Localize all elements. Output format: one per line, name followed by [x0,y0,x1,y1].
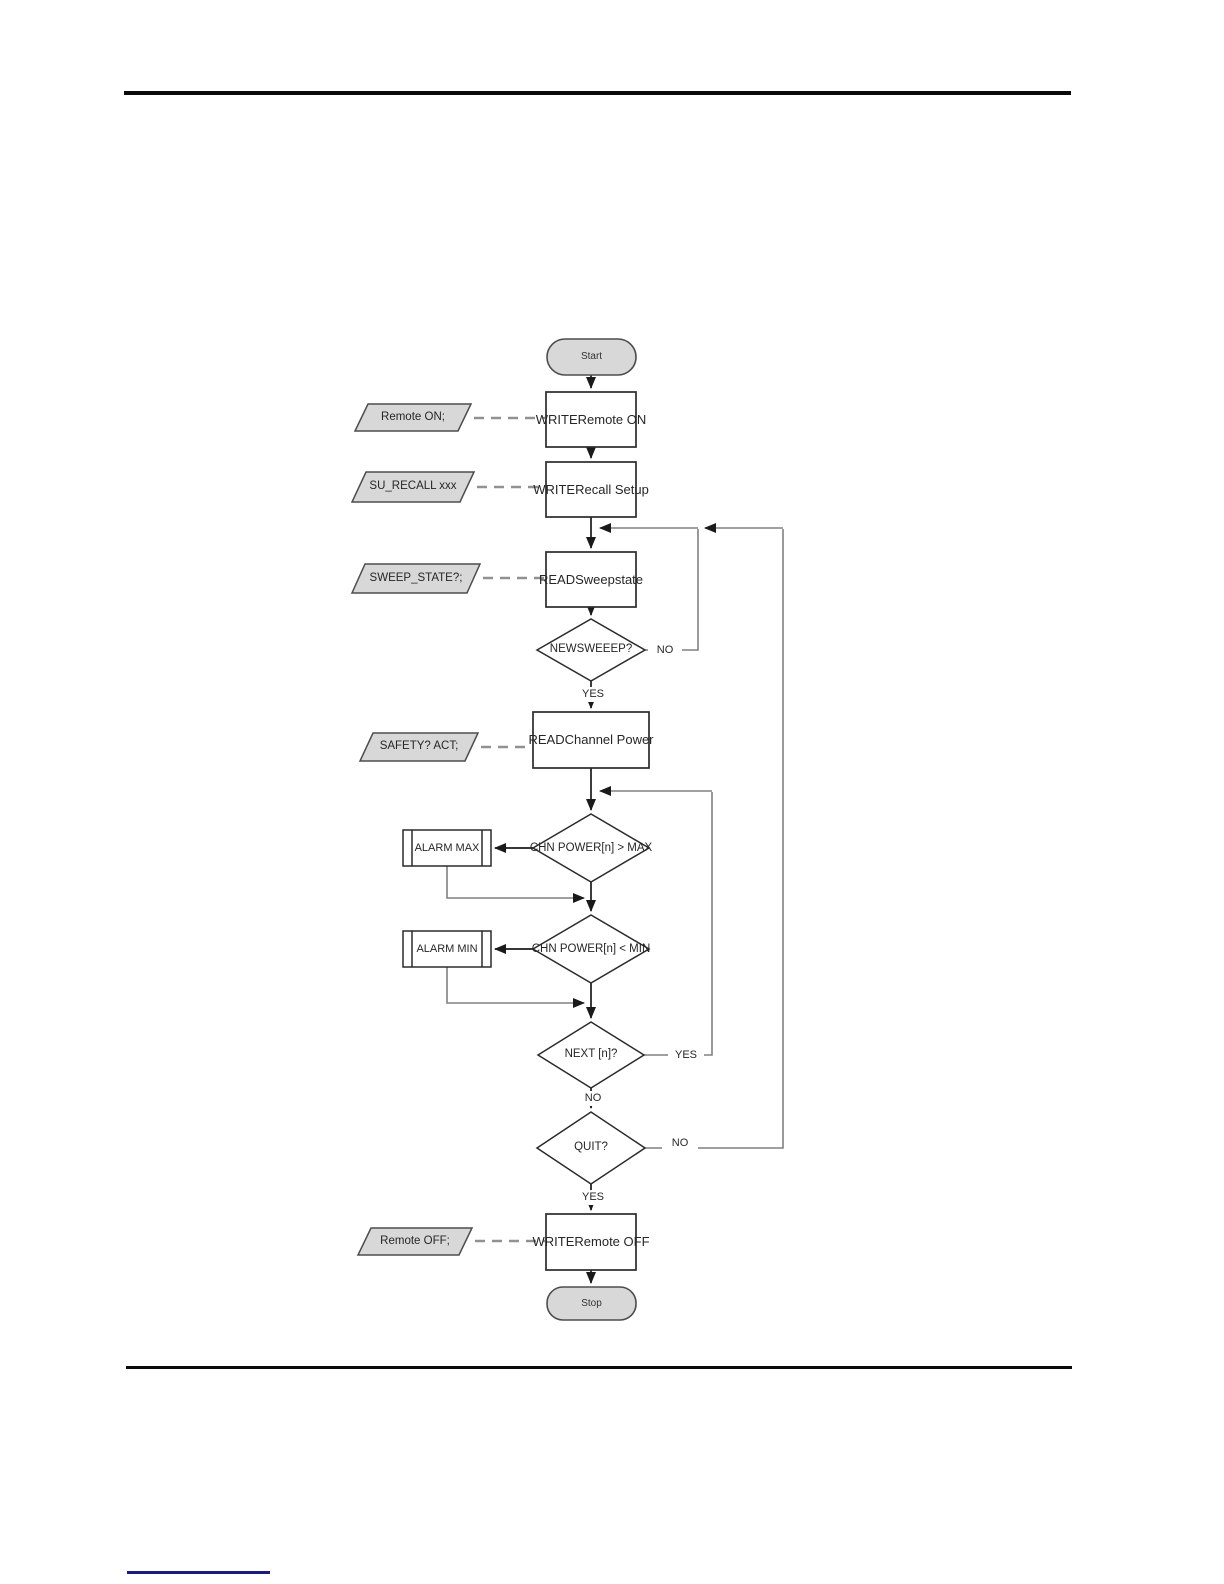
read-channel-power-line2: Channel Power [564,732,654,748]
next-n-diamond [536,1021,646,1089]
alarm-boxes [402,829,492,968]
read-sweepstate-line2: Sweepstate [575,571,644,587]
chn-min-label: CHN POWER[n] < MIN [531,933,651,966]
loop-next-yes [644,792,713,1056]
chn-min-line1: CHN POWER [531,942,604,955]
chn-max-line1: CHN POWER [529,841,602,854]
alarm-max-label: ALARM MAX [414,841,480,854]
loop-new-sweep-no [645,529,699,651]
next-no-label: NO [575,1091,611,1106]
stop-label: Stop [581,1297,602,1309]
new-sweep-no-label: NO [648,643,682,658]
remote-on-label: Remote ON; [381,410,445,423]
new-sweep-line2: SWEEEP? [576,643,633,656]
sweep-state-label: SWEEP_STATE?; [369,571,463,584]
io-shapes [350,403,482,1256]
new-sweep-line1: NEW [549,643,577,656]
new-sweep-yes-label: YES [575,687,611,702]
footer-link-underline[interactable] [127,1571,270,1574]
remote-on-parallelogram [353,403,473,432]
write-recall-line1: WRITE [533,481,576,497]
next-yes-label: YES [668,1048,704,1063]
decision-diamonds [531,618,651,1185]
write-remote-on-line2: Remote ON [577,411,647,427]
sweep-state-parallelogram [350,563,482,594]
write-recall-line2: Recall Setup [575,481,649,497]
write-remote-on-box [545,391,637,448]
read-channel-power-box [532,711,650,769]
dashed-connectors [474,416,545,1243]
su-recall-label: SU_RECALL xxx [369,480,457,493]
remote-off-parallelogram [356,1227,474,1256]
read-channel-power-line1: READ [528,732,565,748]
next-n-label: NEXT [n]? [564,1048,618,1061]
write-remote-off-line1: WRITE [532,1234,575,1250]
bottom-rule [126,1366,1072,1369]
quit-no-label: NO [662,1136,698,1151]
stop-terminator [546,1286,637,1321]
write-recall-box [545,461,637,518]
remote-off-label: Remote OFF; [380,1234,450,1247]
process-boxes [532,391,650,1271]
alarm-max-side-bars [411,830,483,866]
alarm-max-box [402,829,492,867]
su-recall-parallelogram [350,471,476,503]
new-sweep-diamond [535,618,647,682]
write-remote-on-line1: WRITE [535,411,578,427]
chn-min-line2: [n] < MIN [603,942,651,955]
loop-alarm-max-return [446,866,585,903]
read-sweepstate-line1: READ [538,571,576,587]
chn-max-line2: [n] > MAX [601,841,653,854]
safety-act-parallelogram [358,732,480,762]
chn-power-max-diamond [531,813,651,883]
alarm-min-box [402,930,492,968]
chn-power-min-diamond [531,914,651,984]
alarm-min-label: ALARM MIN [416,942,478,955]
loop-alarm-min-return [446,967,585,1008]
start-terminator [546,338,637,376]
quit-diamond [535,1111,647,1185]
write-remote-off-box [545,1213,637,1271]
safety-act-label: SAFETY? ACT; [379,740,459,753]
read-sweepstate-box [545,551,637,608]
top-rule [124,91,1071,95]
start-label: Start [580,351,603,363]
write-remote-off-line2: Remote OFF [574,1234,650,1250]
quit-label: QUIT? [574,1141,608,1154]
chn-max-label: CHN POWER[n] > MAX [529,832,653,865]
quit-yes-label: YES [575,1190,611,1205]
